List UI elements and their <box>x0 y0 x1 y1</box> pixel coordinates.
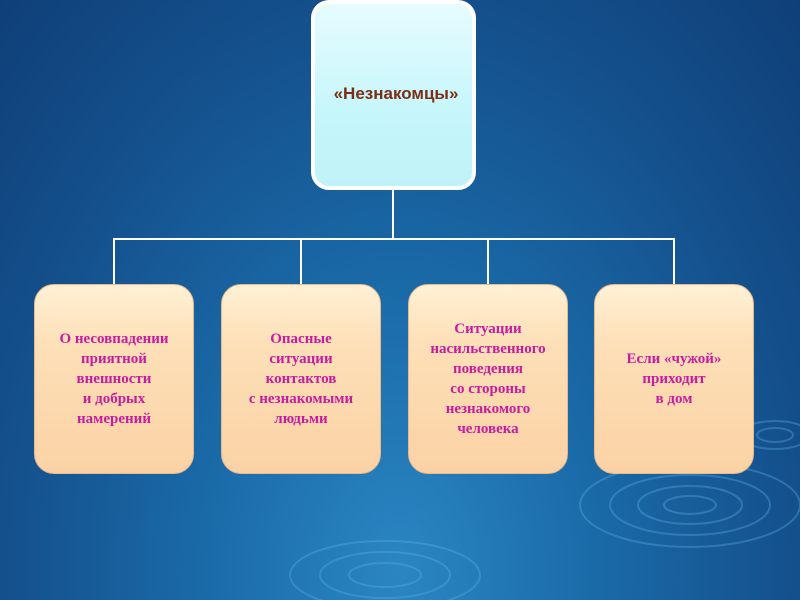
child-node-4 <box>594 284 754 474</box>
connector-root-stem <box>392 190 394 240</box>
child-node-2 <box>221 284 381 474</box>
connector-horizontal <box>113 238 675 240</box>
connector-drop-3 <box>487 238 489 285</box>
child-node-1 <box>34 284 194 474</box>
child-node-3-label: Ситуации насильственного поведения со ст… <box>430 321 546 437</box>
child-node-4-label: Если «чужой» приходит в дом <box>626 351 722 407</box>
root-node-label: «Незнакомцы» <box>333 84 459 103</box>
connector-drop-2 <box>300 238 302 285</box>
root-node <box>311 0 476 190</box>
connector-drop-1 <box>113 238 115 285</box>
child-node-3 <box>408 284 568 474</box>
child-node-2-label: Опасные ситуации контактов с незнакомыми… <box>248 331 354 427</box>
connector-drop-4 <box>673 238 675 285</box>
child-node-1-label: О несовпадении приятной внешности и добр… <box>59 331 169 427</box>
